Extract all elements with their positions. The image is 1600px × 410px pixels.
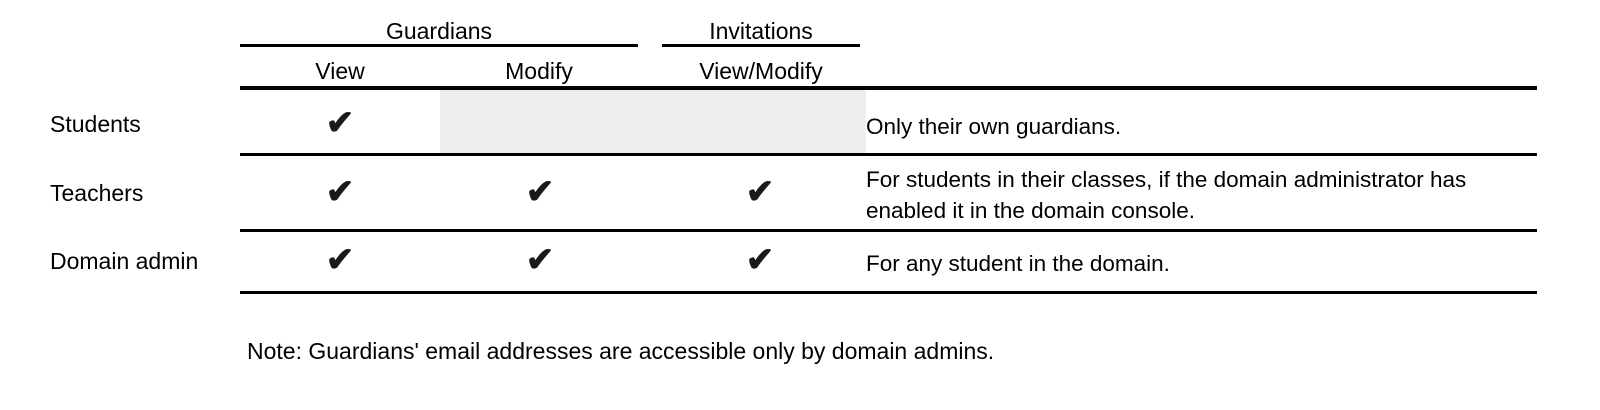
row-note-students: Only their own guardians. — [866, 114, 1122, 139]
column-header-invitations-view-modify: View/Modify — [699, 58, 823, 84]
column-group-rule-guardians — [240, 44, 638, 47]
row-label-domain-admin: Domain admin — [50, 248, 199, 274]
row-label-teachers: Teachers — [50, 180, 144, 206]
check-icon-domain-admin-guardians-view: ✔ — [325, 241, 355, 279]
table-rule-after-students — [240, 153, 1537, 156]
column-header-guardians-view: View — [315, 58, 365, 84]
table-rule-bottom — [240, 291, 1537, 294]
table-footnote: Note: Guardians' email addresses are acc… — [247, 338, 995, 364]
check-icon-teachers-guardians-modify: ✔ — [525, 173, 555, 211]
row-note-domain-admin: For any student in the domain. — [866, 251, 1170, 276]
row-label-students: Students — [50, 111, 141, 137]
row-note-teachers: For students in their classes, if the do… — [866, 167, 1467, 223]
column-group-header-invitations: Invitations — [709, 18, 813, 44]
check-icon-teachers-invitations: ✔ — [745, 173, 775, 211]
column-group-rule-invitations — [662, 44, 860, 47]
table-rule-after-teachers — [240, 229, 1537, 232]
column-group-header-guardians: Guardians — [385, 18, 493, 44]
check-icon-domain-admin-invitations: ✔ — [745, 241, 775, 279]
check-icon-students-guardians-view: ✔ — [325, 104, 355, 142]
shaded-cell-students-modify-invitations — [440, 90, 866, 153]
check-icon-teachers-guardians-view: ✔ — [325, 173, 355, 211]
table-rule-top — [240, 86, 1537, 90]
check-icon-domain-admin-guardians-modify: ✔ — [525, 241, 555, 279]
column-header-guardians-modify: Modify — [505, 58, 573, 84]
